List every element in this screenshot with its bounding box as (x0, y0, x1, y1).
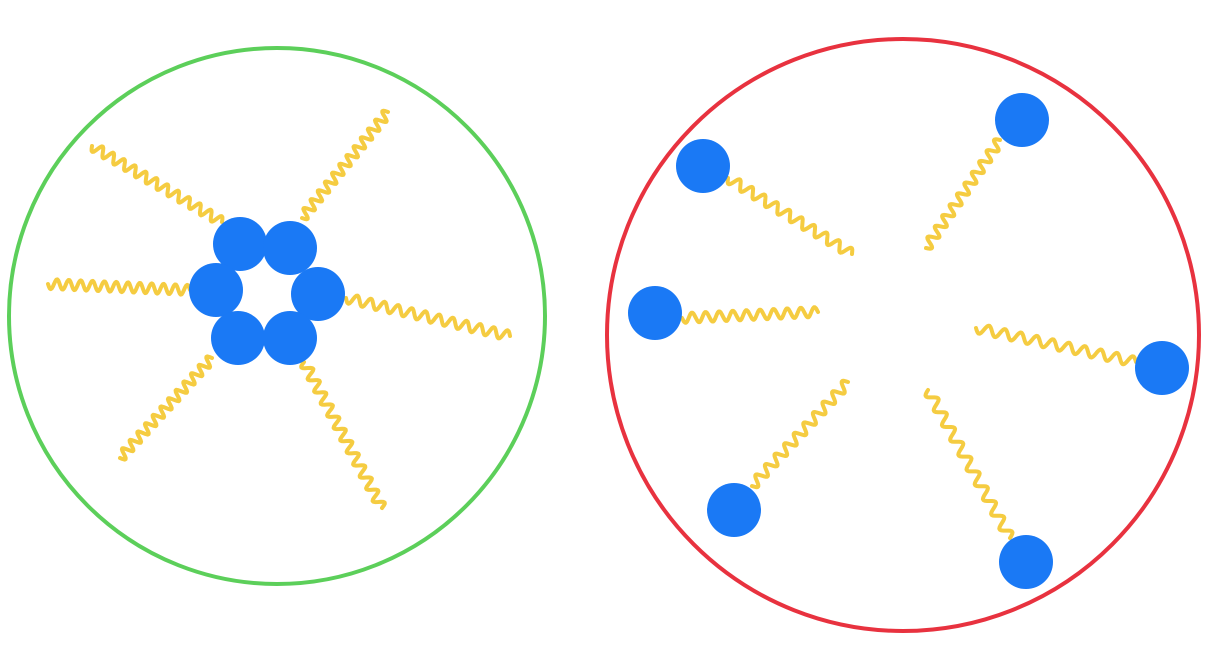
left-tails-group (46, 108, 512, 510)
left-tail-1 (89, 144, 225, 224)
right-panel (605, 37, 1201, 633)
right-heads-group (628, 93, 1189, 589)
right-tail-3 (680, 305, 820, 325)
right-tail-1 (725, 176, 855, 256)
right-head-5 (707, 483, 761, 537)
left-tail-4 (344, 293, 512, 341)
left-tail-6 (299, 360, 387, 510)
right-head-2 (995, 93, 1049, 147)
left-head-1 (213, 217, 267, 271)
right-head-6 (999, 535, 1053, 589)
right-tail-2 (924, 137, 1002, 251)
left-head-5 (211, 311, 265, 365)
left-head-2 (263, 221, 317, 275)
right-tail-5 (750, 378, 850, 490)
right-tail-4 (974, 323, 1138, 367)
right-head-3 (628, 286, 682, 340)
left-circle-boundary (7, 46, 547, 586)
left-heads-group (189, 217, 345, 365)
left-tail-2 (300, 108, 390, 222)
left-head-3 (189, 263, 243, 317)
left-tail-5 (118, 354, 214, 462)
right-tail-6 (923, 388, 1015, 540)
left-head-4 (291, 267, 345, 321)
right-head-4 (1135, 341, 1189, 395)
left-head-6 (263, 311, 317, 365)
right-head-1 (676, 139, 730, 193)
left-panel (7, 46, 547, 586)
left-tail-3 (46, 277, 192, 297)
right-circle-boundary (605, 37, 1201, 633)
right-tails-group (680, 137, 1138, 540)
